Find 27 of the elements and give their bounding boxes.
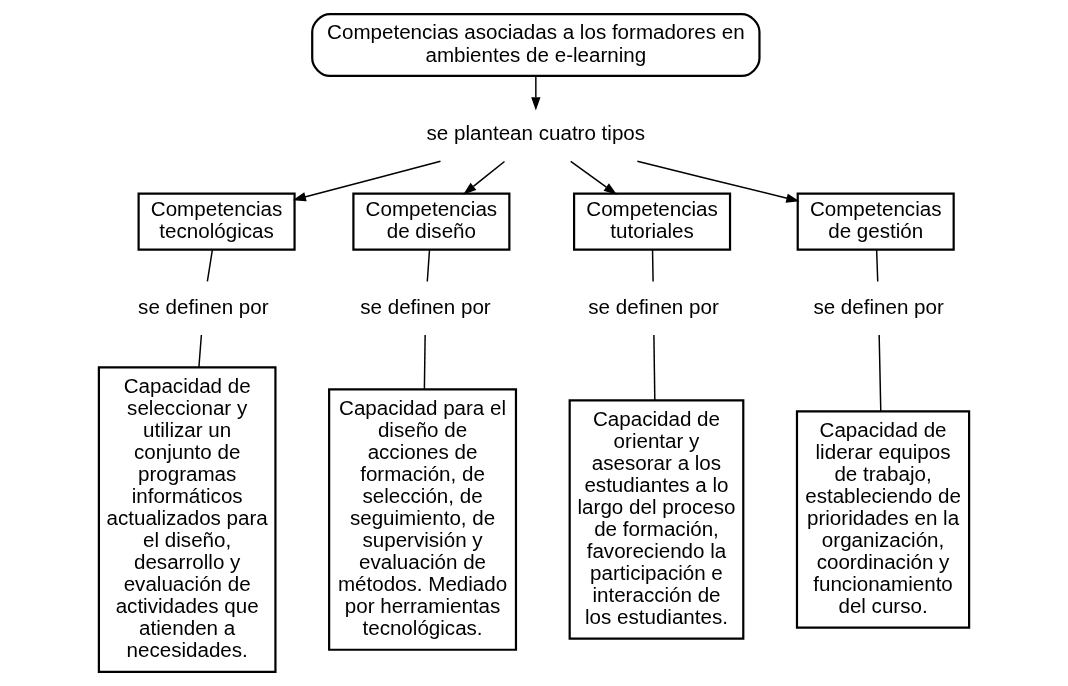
node-text: se plantean cuatro tipos xyxy=(426,121,646,145)
node-box: Capacidad de liderar equipos de trabajo, estableciendo de prioridades en la organización, coordinación y funcionamiento del curso. xyxy=(795,410,971,629)
connector xyxy=(651,248,654,283)
connector xyxy=(653,334,656,401)
node-text: se definen por xyxy=(813,294,944,318)
node-box: Competencias tutoriales xyxy=(573,192,732,251)
arrow xyxy=(292,160,442,202)
connector xyxy=(198,334,203,368)
connector xyxy=(878,334,882,412)
node-box: Capacidad de seleccionar y utilizar un conjunto de programas informáticos actualizados para el diseño, desarrollo y evaluación de actividades que atienden a necesidades. xyxy=(97,366,277,673)
connector xyxy=(426,248,431,283)
arrow xyxy=(569,160,617,195)
arrow xyxy=(531,75,541,111)
node-box: Competencias de gestión xyxy=(796,192,955,251)
arrow xyxy=(636,160,800,203)
node-box: Competencias asociadas a los formadores en ambientes de e-learning xyxy=(311,13,761,78)
connector xyxy=(206,248,214,283)
node-box: Competencias tecnológicas xyxy=(137,192,296,251)
node-text: se definen por xyxy=(138,294,269,318)
connector xyxy=(875,248,879,283)
node-text: se definen por xyxy=(588,294,719,318)
arrow xyxy=(463,160,506,195)
node-box: Capacidad para el diseño de acciones de formación, de selección, de seguimiento, de supervisión y evaluación de métodos. Mediado por herramientas tecnológicas. xyxy=(328,388,518,651)
node-box: Competencias de diseño xyxy=(352,192,511,251)
node-box: Capacidad de orientar y asesorar a los estudiantes a lo largo del proceso de formación, favoreciendo la participación e interacción de los estudiantes. xyxy=(568,399,745,640)
connector xyxy=(423,334,426,391)
node-text: se definen por xyxy=(360,294,491,318)
